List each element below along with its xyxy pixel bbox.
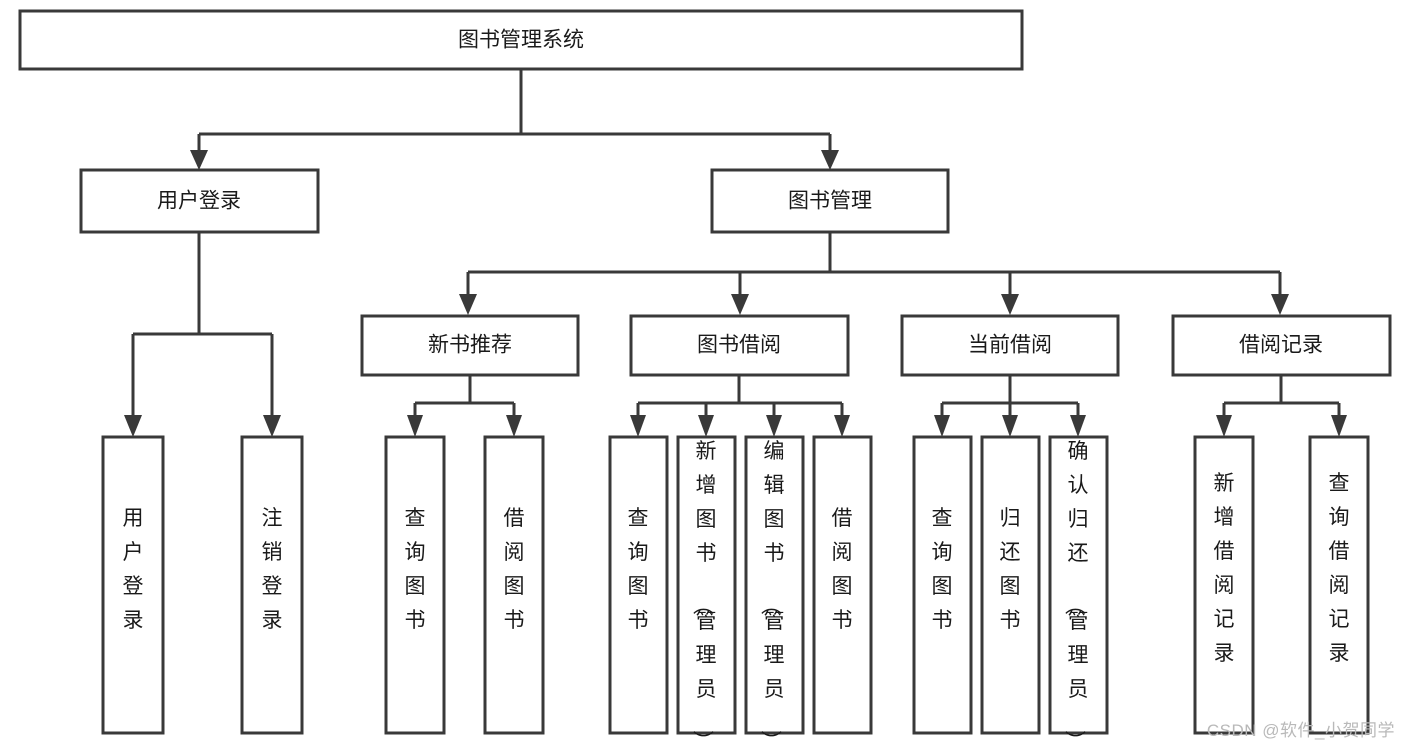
arrow-head-leaf-edit-book: [766, 415, 782, 437]
node-current-borrow-box[interactable]: [900, 314, 1120, 377]
node-leaf-user-logout[interactable]: 注销登录: [240, 435, 304, 735]
node-leaf-query-record-label: 查询借阅记录: [1329, 472, 1350, 665]
arrow-head-new-book-rec: [459, 294, 477, 315]
node-leaf-return-book[interactable]: 归还图书: [980, 435, 1041, 735]
node-leaf-borrow-book-2-label: 借阅图书: [832, 507, 853, 632]
node-current-borrow[interactable]: 当前借阅: [900, 314, 1120, 377]
node-leaf-query-book-3-box[interactable]: [912, 435, 973, 735]
node-new-book-rec[interactable]: 新书推荐: [360, 314, 580, 377]
node-book-borrow-label: 图书借阅: [697, 334, 781, 357]
node-book-borrow[interactable]: 图书借阅: [629, 314, 850, 377]
node-borrow-record-box[interactable]: [1171, 314, 1392, 377]
node-leaf-edit-book-box[interactable]: [744, 435, 805, 735]
node-leaf-confirm-return-label: 确认归还（管理员）: [1063, 440, 1089, 747]
node-borrow-record[interactable]: 借阅记录: [1171, 314, 1392, 377]
arrow-head-leaf-return-book: [1002, 415, 1018, 437]
node-leaf-query-book-1[interactable]: 查询图书: [384, 435, 446, 735]
node-user-login-box[interactable]: [79, 168, 320, 234]
arrow-head-book-manage: [821, 150, 839, 170]
arrow-head-leaf-query-book-1: [407, 415, 423, 437]
node-leaf-add-book[interactable]: 新增图书（管理员）: [676, 435, 737, 747]
node-leaf-add-record-label: 新增借阅记录: [1214, 472, 1235, 665]
node-root-box[interactable]: [18, 9, 1024, 71]
arrow-head-borrow-record: [1271, 294, 1289, 315]
node-root-label: 图书管理系统: [458, 29, 584, 52]
arrow-head-leaf-add-record: [1216, 415, 1232, 437]
node-leaf-query-record[interactable]: 查询借阅记录: [1308, 435, 1370, 735]
arrow-head-leaf-query-book-2: [630, 415, 646, 437]
node-leaf-user-logout-box[interactable]: [240, 435, 304, 735]
node-book-manage-box[interactable]: [710, 168, 950, 234]
node-new-book-rec-label: 新书推荐: [428, 334, 512, 357]
node-leaf-edit-book-label: 编辑图书（管理员）: [759, 440, 785, 747]
node-book-borrow-box[interactable]: [629, 314, 850, 377]
arrow-head-leaf-borrow-book-1: [506, 415, 522, 437]
arrow-head-book-borrow: [731, 294, 749, 315]
node-leaf-query-book-1-box[interactable]: [384, 435, 446, 735]
node-leaf-query-book-3-label: 查询图书: [932, 507, 953, 632]
node-leaf-user-login-label: 用户登录: [123, 507, 144, 632]
node-leaf-borrow-book-2-box[interactable]: [812, 435, 873, 735]
node-leaf-edit-book[interactable]: 编辑图书（管理员）: [744, 435, 805, 747]
node-book-manage-label: 图书管理: [788, 190, 872, 213]
node-leaf-return-book-label: 归还图书: [1000, 507, 1021, 632]
connector-layer: [124, 69, 1347, 437]
node-leaf-add-record-box[interactable]: [1193, 435, 1255, 735]
node-leaf-user-login[interactable]: 用户登录: [101, 435, 165, 735]
arrow-head-user-login: [190, 150, 208, 170]
node-borrow-record-label: 借阅记录: [1239, 334, 1323, 357]
arrow-head-leaf-confirm-return: [1070, 415, 1086, 437]
node-root[interactable]: 图书管理系统: [18, 9, 1024, 71]
node-leaf-confirm-return-box[interactable]: [1048, 435, 1109, 735]
node-leaf-user-login-box[interactable]: [101, 435, 165, 735]
arrow-head-leaf-user-logout: [263, 415, 281, 437]
node-leaf-query-record-box[interactable]: [1308, 435, 1370, 735]
node-leaf-user-logout-label: 注销登录: [262, 507, 283, 632]
node-leaf-add-book-label: 新增图书（管理员）: [691, 440, 717, 747]
arrow-head-leaf-add-book: [698, 415, 714, 437]
node-new-book-rec-box[interactable]: [360, 314, 580, 377]
node-leaf-add-book-box[interactable]: [676, 435, 737, 735]
node-user-login[interactable]: 用户登录: [79, 168, 320, 234]
node-leaf-query-book-2[interactable]: 查询图书: [608, 435, 669, 735]
node-current-borrow-label: 当前借阅: [968, 334, 1052, 357]
node-leaf-borrow-book-2[interactable]: 借阅图书: [812, 435, 873, 735]
node-leaf-query-book-1-label: 查询图书: [405, 507, 426, 632]
arrow-head-leaf-query-book-3: [934, 415, 950, 437]
node-leaf-add-record[interactable]: 新增借阅记录: [1193, 435, 1255, 735]
node-leaf-query-book-2-label: 查询图书: [628, 507, 649, 632]
node-user-login-label: 用户登录: [157, 190, 241, 213]
arrow-head-leaf-user-login: [124, 415, 142, 437]
arrow-head-current-borrow: [1001, 294, 1019, 315]
arrow-head-leaf-borrow-book-2: [834, 415, 850, 437]
node-leaf-query-book-2-box[interactable]: [608, 435, 669, 735]
node-leaf-query-book-3[interactable]: 查询图书: [912, 435, 973, 735]
node-leaf-return-book-box[interactable]: [980, 435, 1041, 735]
node-leaf-borrow-book-1-box[interactable]: [483, 435, 545, 735]
node-leaf-borrow-book-1-label: 借阅图书: [504, 507, 525, 632]
node-leaf-borrow-book-1[interactable]: 借阅图书: [483, 435, 545, 735]
node-book-manage[interactable]: 图书管理: [710, 168, 950, 234]
node-leaf-confirm-return[interactable]: 确认归还（管理员）: [1048, 435, 1109, 747]
arrow-head-leaf-query-record: [1331, 415, 1347, 437]
